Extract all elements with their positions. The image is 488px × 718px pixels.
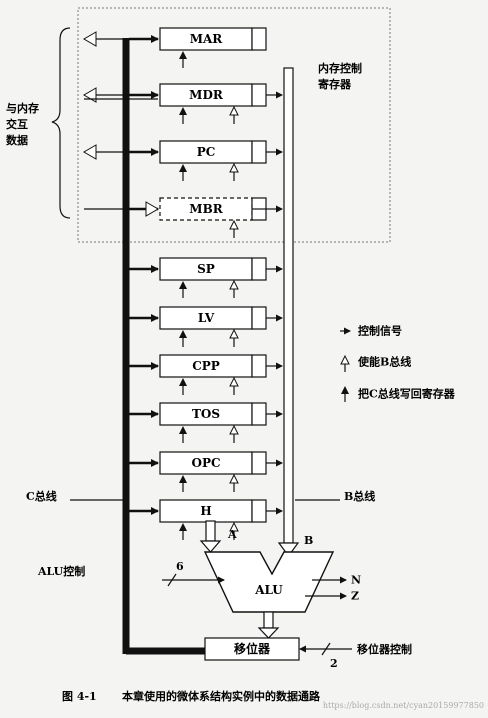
tos-write-c-arrow bbox=[179, 426, 187, 434]
legend-write-c-arrow bbox=[341, 386, 349, 394]
pc-enable-b-arrow bbox=[229, 162, 239, 173]
memory-interface-label: 与内存交互数据 bbox=[6, 101, 39, 147]
lv-port bbox=[251, 306, 267, 330]
c-bus-label: C总线 bbox=[26, 489, 57, 503]
mbr-box bbox=[159, 197, 253, 221]
mar-write-c-arrow bbox=[179, 51, 187, 59]
legend-write-c-text: 把C总线写回寄存器 bbox=[358, 387, 456, 401]
alu-input-a-label: A bbox=[227, 528, 237, 541]
alu-input-b-label: B bbox=[304, 534, 313, 547]
register-cpp: CPP bbox=[129, 354, 283, 395]
n-output-label: N bbox=[351, 574, 361, 587]
sp-enable-b-arrow bbox=[229, 279, 239, 290]
mar-label: MAR bbox=[190, 32, 224, 46]
mbr-mem-in-arrow bbox=[145, 201, 159, 217]
alu-control-label: ALU控制 bbox=[37, 564, 85, 578]
h-label: H bbox=[200, 504, 211, 518]
h-write-c-arrow bbox=[179, 523, 187, 531]
alu: ALU bbox=[203, 551, 335, 613]
cpp-label: CPP bbox=[192, 359, 220, 373]
opc-write-c-arrow bbox=[179, 475, 187, 483]
cpp-enable-b-arrow bbox=[229, 376, 239, 387]
legend: 控制信号 使能B总线 把C总线写回寄存器 bbox=[340, 324, 456, 402]
mdr-mem-out-arrow bbox=[83, 87, 97, 103]
sp-write-c-arrow bbox=[179, 281, 187, 289]
watermark: https://blog.csdn.net/cyan20159977850 bbox=[323, 701, 484, 710]
shifter-control-width: 2 bbox=[330, 657, 338, 670]
register-mar: MAR bbox=[83, 27, 267, 68]
alu-control-slash bbox=[167, 573, 177, 587]
pc-label: PC bbox=[197, 145, 216, 159]
register-mbr: MBR bbox=[84, 197, 283, 238]
sp-port bbox=[251, 257, 267, 281]
memory-interface-brace bbox=[51, 27, 71, 219]
sp-label: SP bbox=[197, 262, 215, 276]
lv-write-c-arrow bbox=[179, 330, 187, 338]
register-mdr: MDR bbox=[83, 83, 283, 124]
h-port bbox=[251, 499, 267, 523]
opc-enable-b-arrow bbox=[229, 473, 239, 484]
cpp-port bbox=[251, 354, 267, 378]
alu-label: ALU bbox=[254, 583, 283, 597]
mbr-enable-b-arrow bbox=[229, 219, 239, 230]
mar-port bbox=[251, 27, 267, 51]
cpp-write-c-arrow bbox=[179, 378, 187, 386]
register-h: H bbox=[129, 499, 283, 540]
mbr-label: MBR bbox=[189, 202, 223, 216]
memory-control-label: 内存控制寄存器 bbox=[318, 61, 362, 91]
opc-port bbox=[251, 451, 267, 475]
lv-label: LV bbox=[198, 311, 215, 325]
z-output-label: Z bbox=[351, 590, 359, 603]
mdr-port bbox=[251, 83, 267, 107]
legend-enable-b-text: 使能B总线 bbox=[357, 355, 411, 369]
tos-enable-b-arrow bbox=[229, 424, 239, 435]
mdr-enable-b-arrow bbox=[229, 105, 239, 116]
mdr-write-c-arrow bbox=[179, 107, 187, 115]
shifter-control-label: 移位器控制 bbox=[357, 642, 412, 656]
caption-number: 图 4-1 bbox=[62, 690, 97, 703]
caption-text: 本章使用的微体系结构实例中的数据通路 bbox=[122, 689, 321, 703]
mdr-label: MDR bbox=[189, 88, 224, 102]
register-tos: TOS bbox=[129, 402, 283, 443]
alu-to-shifter-arrow bbox=[257, 611, 280, 639]
register-sp: SP bbox=[129, 257, 283, 298]
register-lv: LV bbox=[129, 306, 283, 347]
lv-enable-b-arrow bbox=[229, 328, 239, 339]
register-opc: OPC bbox=[129, 451, 283, 492]
shifter-control-slash bbox=[321, 642, 331, 656]
legend-control-text: 控制信号 bbox=[358, 324, 402, 338]
tos-port bbox=[251, 402, 267, 426]
pc-write-c-arrow bbox=[179, 164, 187, 172]
alu-input-a bbox=[199, 520, 222, 553]
shifter-label: 移位器 bbox=[234, 641, 271, 656]
h-enable-b-arrow bbox=[229, 521, 239, 532]
mar-mem-out-arrow bbox=[83, 31, 97, 47]
alu-control-width: 6 bbox=[176, 560, 184, 573]
b-bus-label: B总线 bbox=[344, 489, 375, 503]
register-pc: PC bbox=[83, 140, 283, 181]
pc-port bbox=[251, 140, 267, 164]
opc-label: OPC bbox=[191, 456, 220, 470]
pc-mem-out-arrow bbox=[83, 144, 97, 160]
tos-label: TOS bbox=[192, 407, 220, 421]
b-bus bbox=[277, 67, 300, 558]
memory-register-region bbox=[77, 7, 391, 243]
legend-enable-b-arrow bbox=[340, 354, 350, 365]
